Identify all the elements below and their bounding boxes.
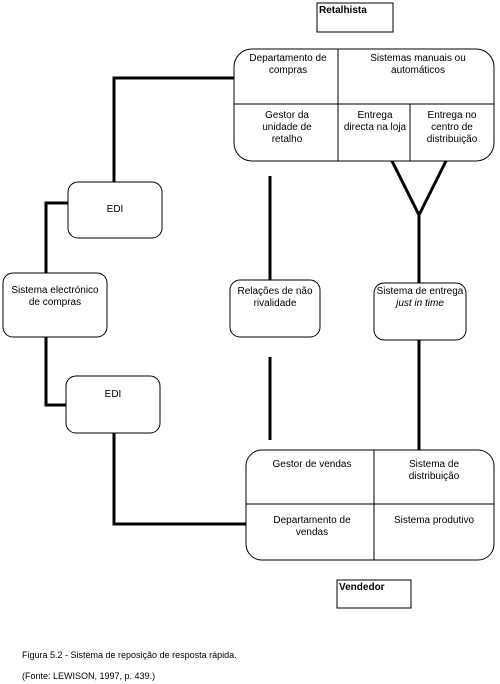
departamento-vendas-label: Departamento de vendas <box>273 515 351 538</box>
gestor-vendas-label: Gestor de vendas <box>272 459 352 470</box>
vendedor-title: Vendedor <box>339 582 385 593</box>
edi-bottom-box <box>65 375 161 434</box>
sistema-electronico-label: Sistema electrónico de compras <box>11 285 99 308</box>
figure-source: (Fonte: LEWISON, 1997, p. 439.) <box>22 671 156 681</box>
figure-caption: Figura 5.2 - Sistema de reposição de res… <box>22 650 237 660</box>
vendedor-label-box <box>336 579 412 609</box>
sistema-produtivo-label: Sistema produtivo <box>393 515 475 526</box>
sistema-entrega-label: Sistema de entrega just in time <box>376 286 464 310</box>
gestor-unidade-label: Gestor da unidade de retalho <box>262 110 312 145</box>
departamento-compras-label: Departamento de compras <box>249 53 327 76</box>
edi-top-label: EDI <box>106 204 124 215</box>
connectors <box>44 76 448 526</box>
retalhista-box <box>233 48 495 162</box>
sistemas-label: Sistemas manuais ou automáticos <box>370 53 466 76</box>
entrega-loja-label: Entrega directa na loja <box>343 110 407 133</box>
sistema-entrega-italic: just in time <box>396 298 444 309</box>
sistema-entrega-prefix: Sistema de entrega <box>376 286 464 297</box>
edi-bottom-label: EDI <box>104 389 122 400</box>
relacoes-label: Relações de não rivalidade <box>237 286 313 309</box>
sistema-distribuicao-label: Sistema de distribuição <box>408 459 460 482</box>
sistema-electronico-box <box>2 272 108 338</box>
entrega-centro-label: Entrega no centro de distribuição <box>426 110 478 145</box>
vendedor-box <box>245 449 495 561</box>
relacoes-box <box>229 279 321 338</box>
retalhista-title: Retalhista <box>319 5 367 16</box>
retalhista-label-box <box>316 2 394 33</box>
